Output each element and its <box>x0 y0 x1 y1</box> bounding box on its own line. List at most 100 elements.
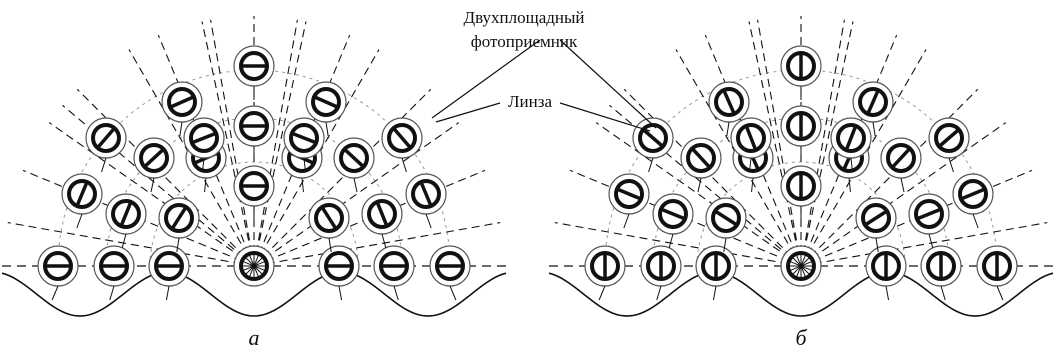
lens-element <box>283 117 325 173</box>
radial-ray <box>800 21 854 267</box>
lens-stem <box>598 285 606 301</box>
lens-stem <box>202 157 205 173</box>
radial-ray <box>800 122 1007 267</box>
lens-element <box>158 197 200 253</box>
lens-element <box>318 245 360 301</box>
detector-split-line <box>890 147 912 169</box>
lens-element <box>381 117 423 173</box>
detector-label-line1: Двухплощадный <box>463 8 584 27</box>
photodetector-disc <box>934 123 964 153</box>
detector-label-line2: фотоприемник <box>471 32 578 51</box>
photodetector-disc <box>139 143 169 173</box>
detector-leader-right <box>559 39 657 129</box>
detector-split-line <box>191 131 217 145</box>
guide-arc-1 <box>149 161 359 267</box>
lens-leader-right <box>559 102 651 132</box>
detector-split-line <box>419 181 433 207</box>
panel-a <box>1 16 507 317</box>
lens-stem <box>449 285 457 301</box>
detector-leader-left <box>431 39 541 119</box>
lens-element <box>708 81 750 137</box>
lens-element <box>305 81 347 137</box>
photodetector-disc <box>958 179 988 209</box>
photodetector-disc <box>311 87 341 117</box>
lens-stem <box>712 285 717 301</box>
radial-ray <box>800 222 1048 267</box>
lens-stem <box>109 285 115 301</box>
lens-element <box>730 117 772 173</box>
lens-stem <box>381 233 387 249</box>
callout-leaders <box>431 39 657 132</box>
lens-element <box>584 245 626 301</box>
lens-stem <box>401 157 407 173</box>
lens-element <box>880 137 922 193</box>
radial-ray <box>210 19 255 267</box>
photodetector-disc <box>736 123 766 153</box>
lens-element <box>105 193 147 249</box>
lens-stem <box>425 213 432 229</box>
lens-stem <box>648 157 654 173</box>
photodetector-disc <box>91 123 121 153</box>
detector-split-line <box>660 207 686 221</box>
lens-element <box>920 245 962 301</box>
lens-element <box>233 105 275 160</box>
lens-stem <box>165 285 170 301</box>
photodetector-disc <box>836 123 866 153</box>
detector-split-line <box>343 147 365 169</box>
detector-split-line <box>143 147 165 169</box>
detector-split-line <box>722 89 736 115</box>
lens-element <box>780 165 822 220</box>
radial-ray <box>253 88 432 267</box>
lens-stem <box>179 121 183 137</box>
radial-ray <box>748 21 802 267</box>
detector-split-line <box>960 187 986 201</box>
lens-element <box>93 245 135 301</box>
detector-split-line <box>938 128 960 148</box>
lens-element <box>928 117 970 173</box>
detector-split-line <box>75 181 89 207</box>
lens-stem <box>328 237 332 253</box>
lens-stem <box>723 237 727 253</box>
lens-element <box>183 117 225 173</box>
photodetector-disc <box>67 179 97 209</box>
lens-element <box>695 245 737 301</box>
radial-ray <box>623 88 802 267</box>
photodetector-disc <box>111 199 141 229</box>
lens-leader-left <box>435 102 501 123</box>
panel-b <box>548 16 1054 317</box>
photodetector-disc <box>658 199 688 229</box>
photodetector-disc <box>189 123 219 153</box>
photodetector-disc <box>714 87 744 117</box>
lens-element <box>830 117 872 173</box>
center-element <box>233 245 275 287</box>
radial-ray <box>201 21 255 267</box>
photodetector-disc <box>167 87 197 117</box>
lens-element <box>608 173 650 229</box>
photodetector-disc <box>711 203 741 233</box>
radial-ray <box>800 19 845 267</box>
lens-element <box>429 245 471 301</box>
lens-element <box>61 173 103 229</box>
guide-arc-1 <box>696 161 906 267</box>
detector-split-line <box>714 209 738 227</box>
detector-split-line <box>642 128 664 148</box>
lens-stem <box>726 121 730 137</box>
detector-split-line <box>690 147 712 169</box>
lens-element <box>308 197 350 253</box>
photodetector-disc <box>339 143 369 173</box>
photodetector-disc <box>786 251 816 281</box>
detector-split-line <box>392 127 412 149</box>
detector-split-line <box>169 95 195 109</box>
lens-stem <box>204 177 207 193</box>
radial-ray <box>595 122 802 267</box>
lens-label: Линза <box>508 92 552 111</box>
lens-element <box>952 173 994 229</box>
photodetector-disc <box>886 143 916 173</box>
lens-element <box>161 81 203 137</box>
lens-element <box>85 117 127 173</box>
detector-split-line <box>119 201 133 227</box>
lens-element <box>976 245 1018 301</box>
lens-stem <box>338 285 343 301</box>
detector-split-line <box>744 125 758 151</box>
lens-stem <box>656 285 662 301</box>
